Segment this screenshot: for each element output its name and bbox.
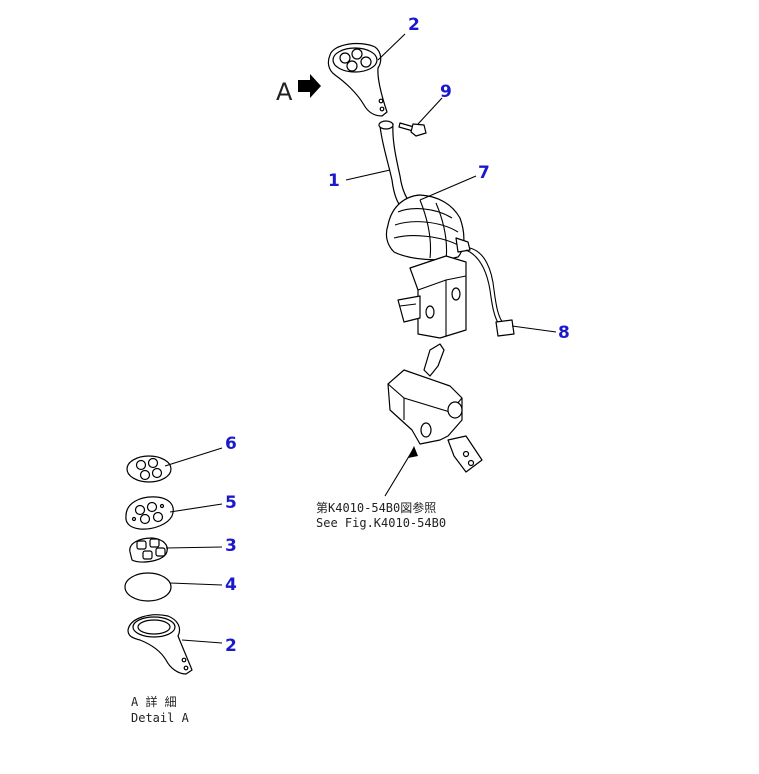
reference-note-jp: 第K4010-54B0図参照 (316, 500, 436, 515)
callout-9: 9 (440, 82, 452, 102)
callout-2-top: 2 (408, 15, 420, 35)
detail-switch-buttons (129, 537, 168, 563)
detail-grip-body (127, 614, 193, 675)
detail-switch-plate (125, 496, 174, 530)
callout-4: 4 (225, 575, 237, 595)
callout-1: 1 (328, 171, 340, 191)
callout-7: 7 (478, 163, 490, 183)
lower-housing (387, 343, 483, 473)
detail-cap (126, 455, 172, 483)
wire-harness (465, 247, 515, 337)
view-arrow-icon (298, 74, 321, 98)
grip-assembly (327, 42, 388, 117)
callout-8: 8 (558, 323, 570, 343)
callout-3: 3 (225, 536, 237, 556)
detail-caption-en: Detail A (131, 711, 190, 725)
upper-bracket (397, 255, 467, 339)
leader-lines (164, 33, 557, 644)
detail-caption-jp: A 詳 細 (131, 694, 177, 709)
callout-5: 5 (225, 493, 237, 513)
callout-2-bottom: 2 (225, 636, 237, 656)
boot (385, 194, 471, 261)
callout-6: 6 (225, 434, 237, 454)
detail-gasket (124, 572, 172, 602)
view-letter-a: A (276, 78, 293, 106)
reference-note-en: See Fig.K4010-54B0 (316, 516, 446, 530)
screw (398, 122, 427, 137)
